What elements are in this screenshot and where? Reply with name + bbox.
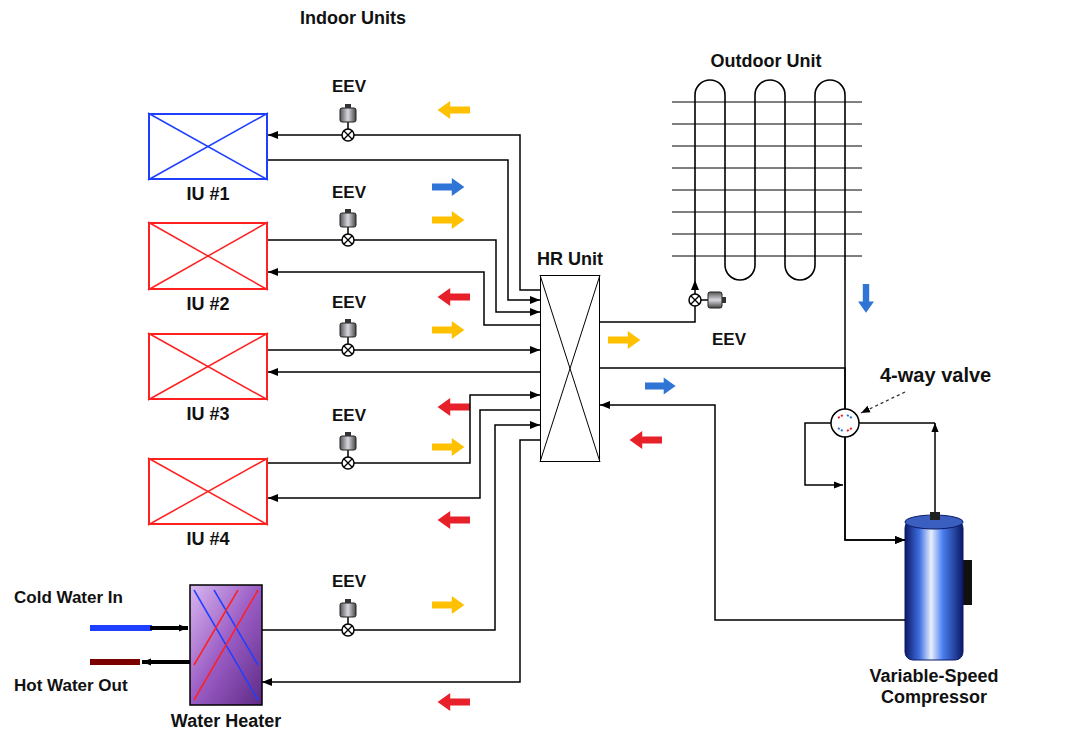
flow-arrow [432, 211, 464, 229]
water-heater-body [190, 585, 262, 705]
valve-label: EEV [332, 406, 366, 426]
indoor-unit: IU #4 [148, 458, 268, 525]
heater-coil [194, 590, 258, 700]
valve-label: EEV [712, 330, 746, 350]
refrigerant-line [268, 160, 540, 300]
cold-water-pipe [90, 625, 152, 631]
four-way-valve [831, 409, 859, 437]
eev-symbol [340, 319, 356, 356]
refrigerant-line [268, 240, 540, 312]
coil-fins [672, 102, 862, 256]
flow-arrow [438, 693, 470, 711]
flow-arrow [150, 626, 188, 630]
refrigerant-line [262, 425, 540, 630]
indoor-unit: IU #1 [148, 113, 268, 180]
coil-tube [695, 80, 845, 280]
valve-label: EEV [332, 572, 366, 592]
indoor-unit: IU #3 [148, 333, 268, 400]
refrigerant-line [268, 272, 540, 325]
flow-arrow [142, 660, 190, 664]
port-label: Cold Water In [14, 588, 123, 608]
outdoor-unit: Outdoor Unit [670, 78, 862, 280]
unit-label: IU #4 [186, 529, 229, 550]
valve-label: 4-way valve [880, 364, 991, 387]
discharge-pipe [934, 423, 936, 520]
compressor-port [930, 512, 940, 520]
refrigerant-line [600, 368, 905, 540]
unit-label: IU #3 [186, 404, 229, 425]
eev-symbol [340, 599, 356, 636]
water-heater: Water Heater [190, 585, 262, 705]
refrigerant-line [600, 405, 905, 620]
flow-arrow [438, 511, 470, 529]
valve-label: EEV [332, 77, 366, 97]
flow-arrow [630, 431, 662, 449]
refrigerant-line [268, 395, 540, 463]
hot-water-pipe [90, 659, 140, 665]
box-cross [540, 275, 600, 462]
unit-label: Outdoor Unit [711, 51, 822, 72]
leader-line [861, 392, 905, 413]
refrigerant-line [268, 349, 540, 351]
flow-arrow [438, 398, 470, 416]
flow-arrow [858, 284, 874, 313]
eev-symbol [340, 432, 356, 469]
flow-arrow [645, 378, 676, 395]
box-cross [148, 222, 268, 525]
compressor: Variable-Speed Compressor [905, 520, 963, 660]
flow-arrow [438, 101, 470, 119]
flow-arrow [432, 438, 464, 456]
eev-symbol [340, 209, 356, 246]
indoor-unit: IU #2 [148, 222, 268, 290]
valve-label: EEV [332, 183, 366, 203]
hr-unit: HR Unit [540, 275, 600, 462]
port-label: Hot Water Out [14, 676, 128, 696]
refrigerant-line [845, 280, 905, 540]
flow-arrow [438, 288, 470, 306]
group-title: Indoor Units [300, 8, 406, 29]
refrigerant-line [600, 280, 695, 322]
valve-label: EEV [332, 293, 366, 313]
unit-label: HR Unit [537, 249, 603, 270]
box-cross [148, 113, 268, 180]
refrigerant-line [268, 410, 540, 498]
unit-label: IU #1 [186, 184, 229, 205]
compressor-body [905, 520, 963, 660]
refrigerant-line [262, 440, 540, 682]
flow-arrow [432, 321, 464, 339]
eev-symbol [689, 292, 726, 308]
flow-arrow [432, 178, 464, 196]
flow-arrow [608, 331, 640, 349]
eev-symbol [340, 104, 356, 141]
discharge-pipe [859, 422, 935, 424]
unit-label: Water Heater [171, 711, 281, 732]
compressor-box [963, 560, 972, 605]
unit-label: Variable-Speed Compressor [839, 666, 1029, 707]
flow-arrow [432, 596, 464, 614]
refrigerant-line [268, 135, 540, 290]
unit-label: IU #2 [186, 294, 229, 315]
refrigerant-line [268, 371, 540, 373]
